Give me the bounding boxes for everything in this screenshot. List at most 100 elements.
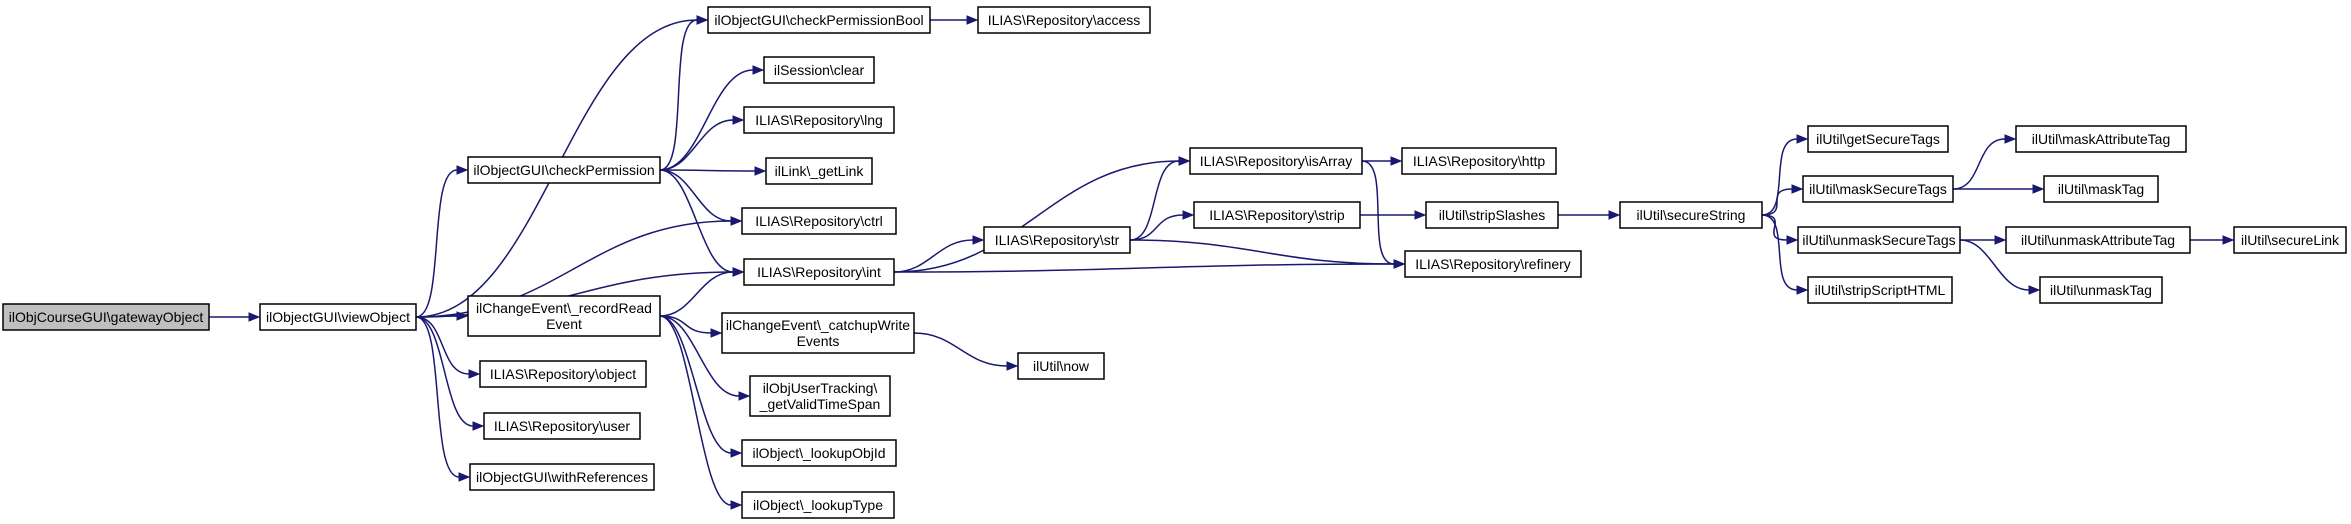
node-maskSecureTags[interactable]: ilUtil\maskSecureTags bbox=[1802, 175, 1954, 203]
node-stripScriptHTML[interactable]: ilUtil\stripScriptHTML bbox=[1807, 276, 1953, 304]
node-access[interactable]: ILIAS\Repository\access bbox=[977, 6, 1151, 34]
edge-str-to-refinery bbox=[1129, 239, 1395, 265]
node-label: ilUtil\unmaskTag bbox=[2050, 282, 2152, 298]
edge-int-to-str bbox=[893, 239, 974, 273]
arrow-head-icon bbox=[738, 391, 751, 401]
edge-checkPermission-to-int bbox=[659, 169, 734, 273]
node-box bbox=[259, 303, 417, 331]
node-object[interactable]: ILIAS\Repository\object bbox=[479, 360, 647, 388]
edge-recordReadEvent-to-lookupType bbox=[659, 315, 732, 506]
node-sessionClear[interactable]: ilSession\clear bbox=[763, 56, 875, 84]
node-isArray[interactable]: ILIAS\Repository\isArray bbox=[1189, 147, 1363, 175]
node-label: ILIAS\Repository\isArray bbox=[1200, 153, 1353, 169]
node-label: ilLink\_getLink bbox=[775, 163, 865, 179]
node-box bbox=[749, 375, 891, 417]
node-unmaskAttributeTag[interactable]: ilUtil\unmaskAttributeTag bbox=[2005, 226, 2191, 254]
arrow-head-icon bbox=[732, 267, 745, 277]
edge-checkPermission-to-checkPermissionBool bbox=[659, 19, 698, 171]
node-label: ilObjectGUI\checkPermissionBool bbox=[714, 12, 923, 28]
node-user[interactable]: ILIAS\Repository\user bbox=[483, 412, 641, 440]
node-label: ILIAS\Repository\user bbox=[494, 418, 631, 434]
node-http[interactable]: ILIAS\Repository\http bbox=[1401, 147, 1557, 175]
node-label: ilUtil\unmaskAttributeTag bbox=[2021, 232, 2175, 248]
node-lookupObjId[interactable]: ilObject\_lookupObjId bbox=[741, 439, 897, 467]
arrow-head-icon bbox=[1796, 134, 1809, 144]
node-ctrl[interactable]: ILIAS\Repository\ctrl bbox=[741, 207, 897, 235]
node-now[interactable]: ilUtil\now bbox=[1017, 352, 1105, 380]
node-box bbox=[743, 106, 895, 134]
node-lookupType[interactable]: ilObject\_lookupType bbox=[741, 491, 895, 519]
node-unmaskTag[interactable]: ilUtil\unmaskTag bbox=[2039, 276, 2163, 304]
node-box bbox=[483, 412, 641, 440]
edge-maskSecureTags-to-maskAttributeTag bbox=[1952, 138, 2006, 190]
node-withReferences[interactable]: ilObjectGUI\withReferences bbox=[469, 463, 655, 491]
node-label: ilObjCourseGUI\gatewayObject bbox=[9, 309, 204, 325]
node-refinery[interactable]: ILIAS\Repository\refinery bbox=[1404, 250, 1582, 278]
node-viewObject[interactable]: ilObjectGUI\viewObject bbox=[259, 303, 417, 331]
node-secureLink[interactable]: ilUtil\secureLink bbox=[2233, 226, 2347, 254]
edge-secureString-to-getSecureTags bbox=[1761, 138, 1798, 216]
node-stripSlashes[interactable]: ilUtil\stripSlashes bbox=[1425, 201, 1559, 229]
arrow-head-icon bbox=[730, 500, 743, 510]
arrow-head-icon bbox=[1786, 235, 1799, 245]
node-box bbox=[741, 491, 895, 519]
arrow-head-icon bbox=[1414, 210, 1427, 220]
edge-checkPermission-to-getLink bbox=[659, 169, 756, 172]
arrow-head-icon bbox=[2028, 285, 2041, 295]
node-label: Events bbox=[797, 333, 840, 349]
node-label: ilChangeEvent\_recordRead bbox=[476, 300, 652, 316]
arrow-head-icon bbox=[2004, 134, 2017, 144]
node-secureString[interactable]: ilUtil\secureString bbox=[1619, 201, 1763, 229]
node-box bbox=[1807, 276, 1953, 304]
node-box bbox=[1189, 147, 1363, 175]
edge-viewObject-to-ctrl bbox=[415, 220, 732, 318]
node-str[interactable]: ILIAS\Repository\str bbox=[983, 226, 1131, 254]
node-getLink[interactable]: ilLink\_getLink bbox=[765, 157, 873, 185]
edge-viewObject-to-recordReadEvent bbox=[415, 315, 458, 318]
node-box bbox=[721, 312, 915, 354]
node-checkPermissionBool[interactable]: ilObjectGUI\checkPermissionBool bbox=[707, 6, 931, 34]
arrow-head-icon bbox=[972, 235, 985, 245]
node-label: ilUtil\getSecureTags bbox=[1816, 131, 1940, 147]
node-label: ilObjectGUI\viewObject bbox=[266, 309, 410, 325]
edge-recordReadEvent-to-lookupObjId bbox=[659, 315, 732, 454]
node-unmaskSecureTags[interactable]: ilUtil\unmaskSecureTags bbox=[1797, 226, 1961, 254]
arrow-head-icon bbox=[456, 311, 469, 321]
node-box bbox=[765, 157, 873, 185]
arrow-head-icon bbox=[1796, 285, 1809, 295]
node-box bbox=[1807, 125, 1949, 153]
arrow-head-icon bbox=[1994, 235, 2007, 245]
edge-int-to-refinery bbox=[893, 263, 1395, 273]
node-label: ILIAS\Repository\http bbox=[1413, 153, 1546, 169]
arrow-head-icon bbox=[966, 15, 979, 25]
arrow-head-icon bbox=[1390, 156, 1403, 166]
node-getSecureTags[interactable]: ilUtil\getSecureTags bbox=[1807, 125, 1949, 153]
node-maskTag[interactable]: ilUtil\maskTag bbox=[2043, 175, 2159, 203]
node-lng[interactable]: ILIAS\Repository\lng bbox=[743, 106, 895, 134]
node-getValidTimeSpan[interactable]: ilObjUserTracking\_getValidTimeSpan bbox=[749, 375, 891, 417]
node-box bbox=[2043, 175, 2159, 203]
node-int[interactable]: ILIAS\Repository\int bbox=[743, 258, 895, 286]
node-label: ILIAS\Repository\int bbox=[757, 264, 881, 280]
node-label: ilChangeEvent\_catchupWrite bbox=[726, 317, 910, 333]
node-maskAttributeTag[interactable]: ilUtil\maskAttributeTag bbox=[2015, 125, 2187, 153]
node-label: ilUtil\secureLink bbox=[2241, 232, 2340, 248]
node-label: ilUtil\stripScriptHTML bbox=[1815, 282, 1946, 298]
arrow-head-icon bbox=[1006, 361, 1019, 371]
arrow-head-icon bbox=[730, 448, 743, 458]
node-gatewayObject[interactable]: ilObjCourseGUI\gatewayObject bbox=[2, 303, 210, 331]
node-checkPermission[interactable]: ilObjectGUI\checkPermission bbox=[467, 156, 661, 184]
node-label: ilUtil\stripSlashes bbox=[1439, 207, 1546, 223]
arrow-head-icon bbox=[456, 165, 469, 175]
arrow-head-icon bbox=[472, 421, 485, 431]
edge-viewObject-to-int bbox=[415, 271, 734, 318]
arrow-head-icon bbox=[1182, 210, 1195, 220]
edge-viewObject-to-withReferences bbox=[415, 316, 460, 478]
node-box bbox=[1017, 352, 1105, 380]
node-label: Event bbox=[546, 316, 582, 332]
node-label: ilObjectGUI\withReferences bbox=[476, 469, 648, 485]
arrow-head-icon bbox=[248, 312, 261, 322]
node-strip[interactable]: ILIAS\Repository\strip bbox=[1193, 201, 1361, 229]
